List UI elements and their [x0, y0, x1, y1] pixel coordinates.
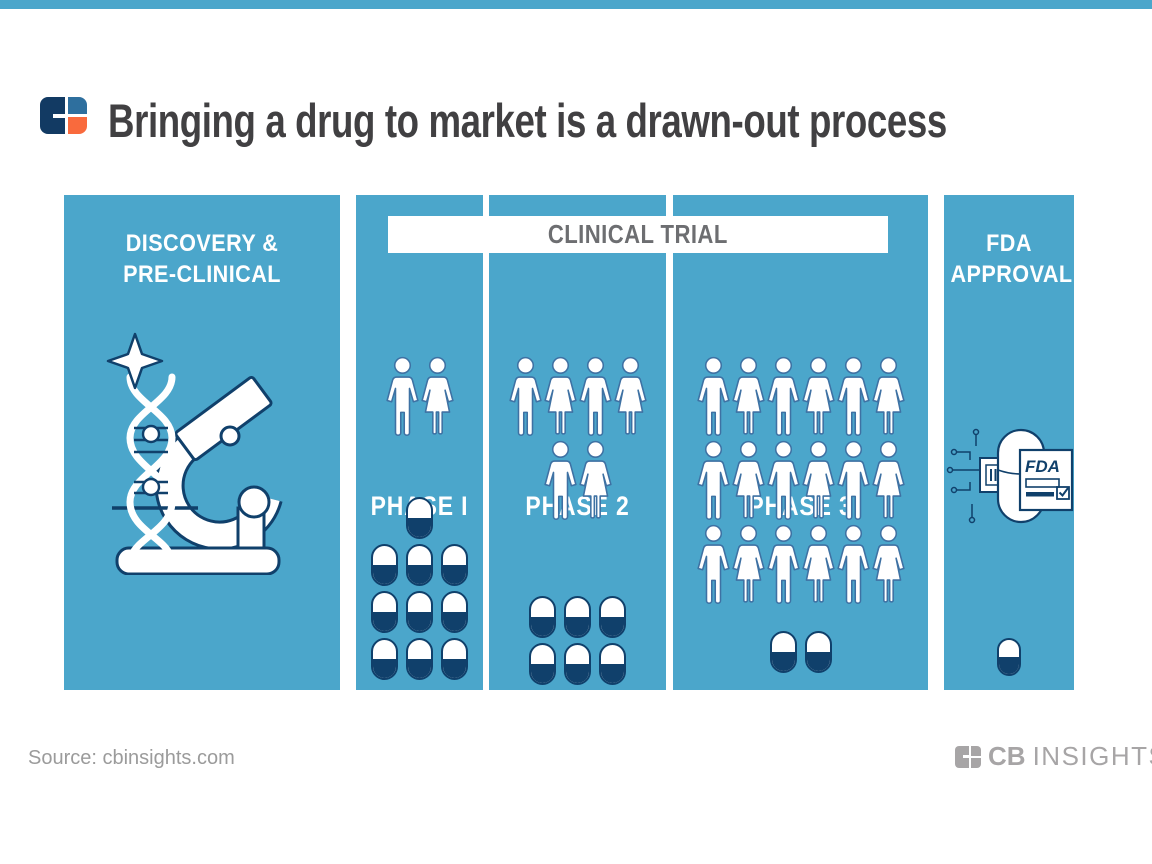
capsule-icon [599, 643, 626, 685]
capsule-icon [371, 544, 398, 586]
capsule-icon [441, 638, 468, 680]
fda-title-line1: FDA [986, 230, 1032, 257]
logo-bottom-right-block [68, 117, 87, 134]
woman-icon [731, 356, 765, 435]
pill-row [356, 591, 483, 633]
pill-row [944, 638, 1074, 676]
man-icon [508, 356, 542, 436]
capsule-icon [769, 631, 797, 673]
woman-icon [801, 356, 835, 435]
man-icon [543, 440, 577, 520]
logo-left-block [40, 97, 65, 134]
fda-panel-title: FDA APPROVAL [950, 228, 1073, 290]
capsule-icon [529, 643, 556, 685]
discovery-title-line1: DISCOVERY & [125, 230, 279, 257]
phase-2-people-group [489, 355, 666, 523]
discovery-title-line2: PRE-CLINICAL [123, 261, 281, 288]
capsule-icon [406, 591, 433, 633]
page-title: Bringing a drug to market is a drawn-out… [108, 94, 947, 147]
man-icon [385, 356, 419, 436]
footer-logo-left-block [955, 745, 969, 768]
panel-fda-approval: FDA APPROVAL FDA [944, 195, 1074, 690]
phase-3-people-group [673, 355, 928, 607]
man-icon [836, 524, 870, 604]
logo-top-right-block [68, 97, 87, 114]
clinical-trial-header-box: CLINICAL TRIAL [388, 216, 888, 253]
panel-phase-1: PHASE I [356, 195, 483, 690]
woman-icon [801, 524, 835, 603]
phase-3-label: PHASE 3 [748, 491, 853, 521]
capsule-icon [406, 638, 433, 680]
woman-icon [731, 440, 765, 519]
panel-phase-2: PHASE 2 [489, 195, 666, 690]
woman-icon [613, 356, 647, 435]
capsule-icon [564, 596, 591, 638]
fda-icon-text: FDA [1025, 457, 1060, 476]
footer-logo-bottom-right-block [971, 757, 981, 768]
panel-phase-3: PHASE 3 [673, 195, 928, 690]
phase-1-people-group [356, 355, 483, 439]
man-icon [766, 356, 800, 436]
woman-icon [731, 524, 765, 603]
microscope-dna-icon [106, 332, 283, 575]
brand-cb-text: CB [988, 741, 1026, 771]
man-icon [836, 356, 870, 436]
capsule-icon [371, 591, 398, 633]
man-icon [696, 440, 730, 520]
capsule-icon [406, 497, 433, 539]
man-icon [578, 356, 612, 436]
capsule-icon [371, 638, 398, 680]
fda-title-line2: APPROVAL [950, 261, 1073, 288]
cbinsights-footer-brand: CBINSIGHTS [955, 741, 1152, 772]
capsule-icon [529, 596, 556, 638]
man-icon [836, 440, 870, 520]
people-row [673, 355, 928, 439]
people-row [673, 523, 928, 607]
phase-2-pills-group [489, 596, 666, 690]
cbinsights-footer-logo-icon [955, 745, 981, 768]
capsule-icon [599, 596, 626, 638]
people-row [489, 439, 666, 523]
cbinsights-logo-icon [40, 97, 87, 134]
capsule-icon [441, 591, 468, 633]
discovery-panel-title: DISCOVERY & PRE-CLINICAL [78, 228, 326, 290]
capsule-icon [997, 638, 1021, 676]
phase-3-pills-group [673, 631, 928, 678]
man-icon [696, 524, 730, 604]
source-credit: Source: cbinsights.com [28, 747, 235, 769]
pill-row [489, 643, 666, 685]
people-row [356, 355, 483, 439]
pill-row [356, 638, 483, 680]
fda-pills-group [944, 638, 1074, 681]
capsule-icon [564, 643, 591, 685]
top-accent-bar [0, 0, 1152, 9]
woman-icon [543, 356, 577, 435]
capsule-icon [804, 631, 832, 673]
man-icon [766, 524, 800, 604]
panel-discovery-preclinical: DISCOVERY & PRE-CLINICAL [64, 195, 340, 690]
pill-row [489, 596, 666, 638]
capsule-icon [406, 544, 433, 586]
phase-2-label: PHASE 2 [525, 491, 630, 521]
pill-row [673, 631, 928, 673]
footer-logo-top-right-block [971, 745, 981, 756]
pill-row [356, 544, 483, 586]
phase-1-pills-group [356, 497, 483, 685]
woman-icon [871, 440, 905, 519]
man-icon [696, 356, 730, 436]
man-icon [766, 440, 800, 520]
people-row [673, 439, 928, 523]
clinical-trial-label: CLINICAL TRIAL [548, 219, 728, 249]
brand-insights-text: INSIGHTS [1032, 741, 1152, 771]
pill-row [356, 497, 483, 539]
woman-icon [578, 440, 612, 519]
people-row [489, 355, 666, 439]
woman-icon [871, 356, 905, 435]
woman-icon [420, 356, 454, 435]
fda-approval-icon: FDA [946, 428, 1074, 524]
woman-icon [801, 440, 835, 519]
woman-icon [871, 524, 905, 603]
capsule-icon [441, 544, 468, 586]
